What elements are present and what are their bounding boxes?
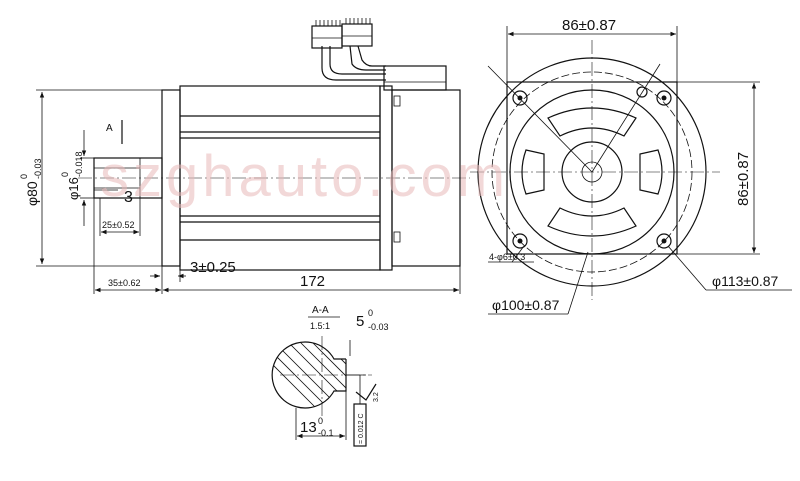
svg-text:-0.03: -0.03 [368,322,389,332]
svg-text:0: 0 [19,174,29,179]
svg-text:0: 0 [318,416,323,426]
cable-plug-right [341,23,373,47]
section-view: A-A 1.5:1 5 0 -0.03 13 0 -0.1 [271,305,389,447]
vent-slots [521,107,663,237]
key-width-label: 5 [356,313,364,330]
right-height-label: 86±0.87 [735,152,752,206]
key-length-label: 25±0.52 [102,220,134,230]
svg-text:φ80: φ80 [24,181,40,206]
svg-text:0: 0 [60,172,70,177]
flange-thickness-label: 3±0.25 [190,259,236,276]
top-width-label: 86±0.87 [562,17,616,34]
shaft-section [271,341,347,409]
connector-housing [383,65,447,91]
pilot-diameter-label: φ100±0.87 [492,297,560,313]
roughness-symbol [355,383,377,401]
section-scale: 1.5:1 [310,321,330,331]
svg-text:0: 0 [368,308,373,318]
mounting-holes [512,86,672,249]
svg-text:= 0.012 C: = 0.012 C [358,413,365,444]
key-depth-label: 13 [300,419,317,436]
svg-text:-0.1: -0.1 [318,428,334,438]
bolt-circle-label: φ113±0.87 [712,273,779,289]
front-view: 86±0.87 86±0.87 4-φ6±0.3 φ113±0.87 φ100±… [470,17,792,315]
shaft-diameter-label: φ16 0 -0.018 [60,151,84,200]
section-title: A-A [312,305,329,316]
flange-diameter-label: φ80 0 -0.03 [19,158,43,206]
key-dim-label: 3 [124,189,133,206]
side-view: φ80 0 -0.03 φ16 0 -0.018 A 3 25±0.52 35±… [19,18,470,294]
svg-text:-0.018: -0.018 [74,151,84,177]
svg-text:3.2: 3.2 [373,392,380,402]
svg-text:φ16: φ16 [66,177,81,200]
watermark: szghauto.com [100,144,509,209]
cable-plug-left [311,25,343,49]
shaft-length-label: 35±0.62 [108,278,140,288]
body-length-label: 172 [300,273,325,290]
holes-label: 4-φ6±0.3 [489,252,525,262]
svg-text:-0.03: -0.03 [33,158,43,179]
section-mark-label: A [106,123,113,134]
